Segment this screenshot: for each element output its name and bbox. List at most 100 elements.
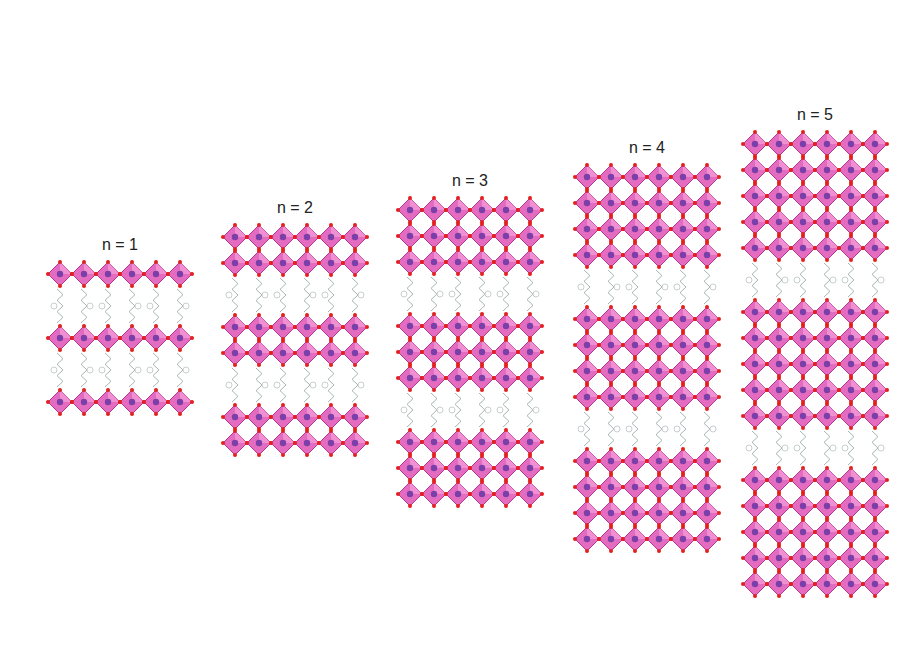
organic-spacer [848,263,854,297]
organic-spacer [129,353,135,387]
octahedron [645,447,673,475]
octahedron [573,331,601,359]
octahedron [468,364,496,392]
organic-spacer [81,353,87,387]
organic-ring [449,291,455,297]
organic-spacer [704,270,710,304]
octahedron [341,429,369,457]
octahedron [837,350,865,378]
organic-spacer [232,278,238,312]
octahedron [597,525,625,553]
octahedron [597,215,625,243]
organic-spacer [800,263,806,297]
octahedron [142,388,170,416]
organic-spacer [872,431,878,465]
octahedron [861,234,889,262]
octahedron [861,376,889,404]
octahedron [693,499,721,527]
octahedron [70,324,98,352]
organic-spacer [776,431,782,465]
organic-spacer [527,393,533,427]
octahedron [46,388,74,416]
octahedron [396,222,424,250]
organic-ring [746,445,752,451]
octahedron [492,248,520,276]
octahedron [789,298,817,326]
octahedron [293,339,321,367]
organic-spacer [455,277,461,311]
organic-ring [401,407,407,413]
octahedron [492,480,520,508]
octahedron [621,241,649,269]
octahedron [669,215,697,243]
octahedron [789,402,817,430]
octahedron [765,492,793,520]
octahedron [789,182,817,210]
octahedron [837,208,865,236]
organic-ring [99,367,105,373]
octahedron [317,429,345,457]
octahedron [597,163,625,191]
organic-spacer [407,277,413,311]
octahedron [789,570,817,598]
octahedron [645,499,673,527]
organic-ring [437,407,443,413]
octahedron [837,518,865,546]
octahedron [317,249,345,277]
organic-ring [322,292,328,298]
octahedron [645,215,673,243]
octahedron [245,249,273,277]
octahedron [789,324,817,352]
organic-ring [533,407,539,413]
octahedron [861,324,889,352]
octahedron [621,331,649,359]
octahedron [468,248,496,276]
octahedron [861,466,889,494]
octahedron [765,298,793,326]
octahedron [492,364,520,392]
organic-ring [674,426,680,432]
organic-spacer [352,278,358,312]
octahedron [789,234,817,262]
organic-ring [497,291,503,297]
octahedron [669,189,697,217]
octahedron [221,249,249,277]
organic-ring [830,277,836,283]
organic-spacer [455,393,461,427]
organic-ring [147,367,153,373]
octahedron [573,525,601,553]
octahedron [837,570,865,598]
organic-spacer [407,393,413,427]
octahedron [621,163,649,191]
organic-ring [449,407,455,413]
organic-ring [310,382,316,388]
octahedron [444,428,472,456]
octahedron [861,156,889,184]
octahedron [221,313,249,341]
organic-spacer [129,289,135,323]
octahedron [166,324,194,352]
organic-ring [485,407,491,413]
octahedron [492,222,520,250]
organic-spacer [632,412,638,446]
octahedron [118,260,146,288]
organic-ring [310,292,316,298]
organic-ring [183,367,189,373]
organic-ring [710,426,716,432]
octahedron [516,248,544,276]
octahedron [317,223,345,251]
layer-count-label: n = 5 [797,105,833,124]
octahedron [621,357,649,385]
octahedron [444,454,472,482]
layered-structure [573,163,721,553]
octahedron [765,518,793,546]
octahedron [492,312,520,340]
octahedron [269,403,297,431]
octahedron [861,298,889,326]
octahedron [293,313,321,341]
layer-count-label: n = 1 [102,235,138,254]
octahedron [669,499,697,527]
octahedron [813,130,841,158]
organic-spacer [479,393,485,427]
